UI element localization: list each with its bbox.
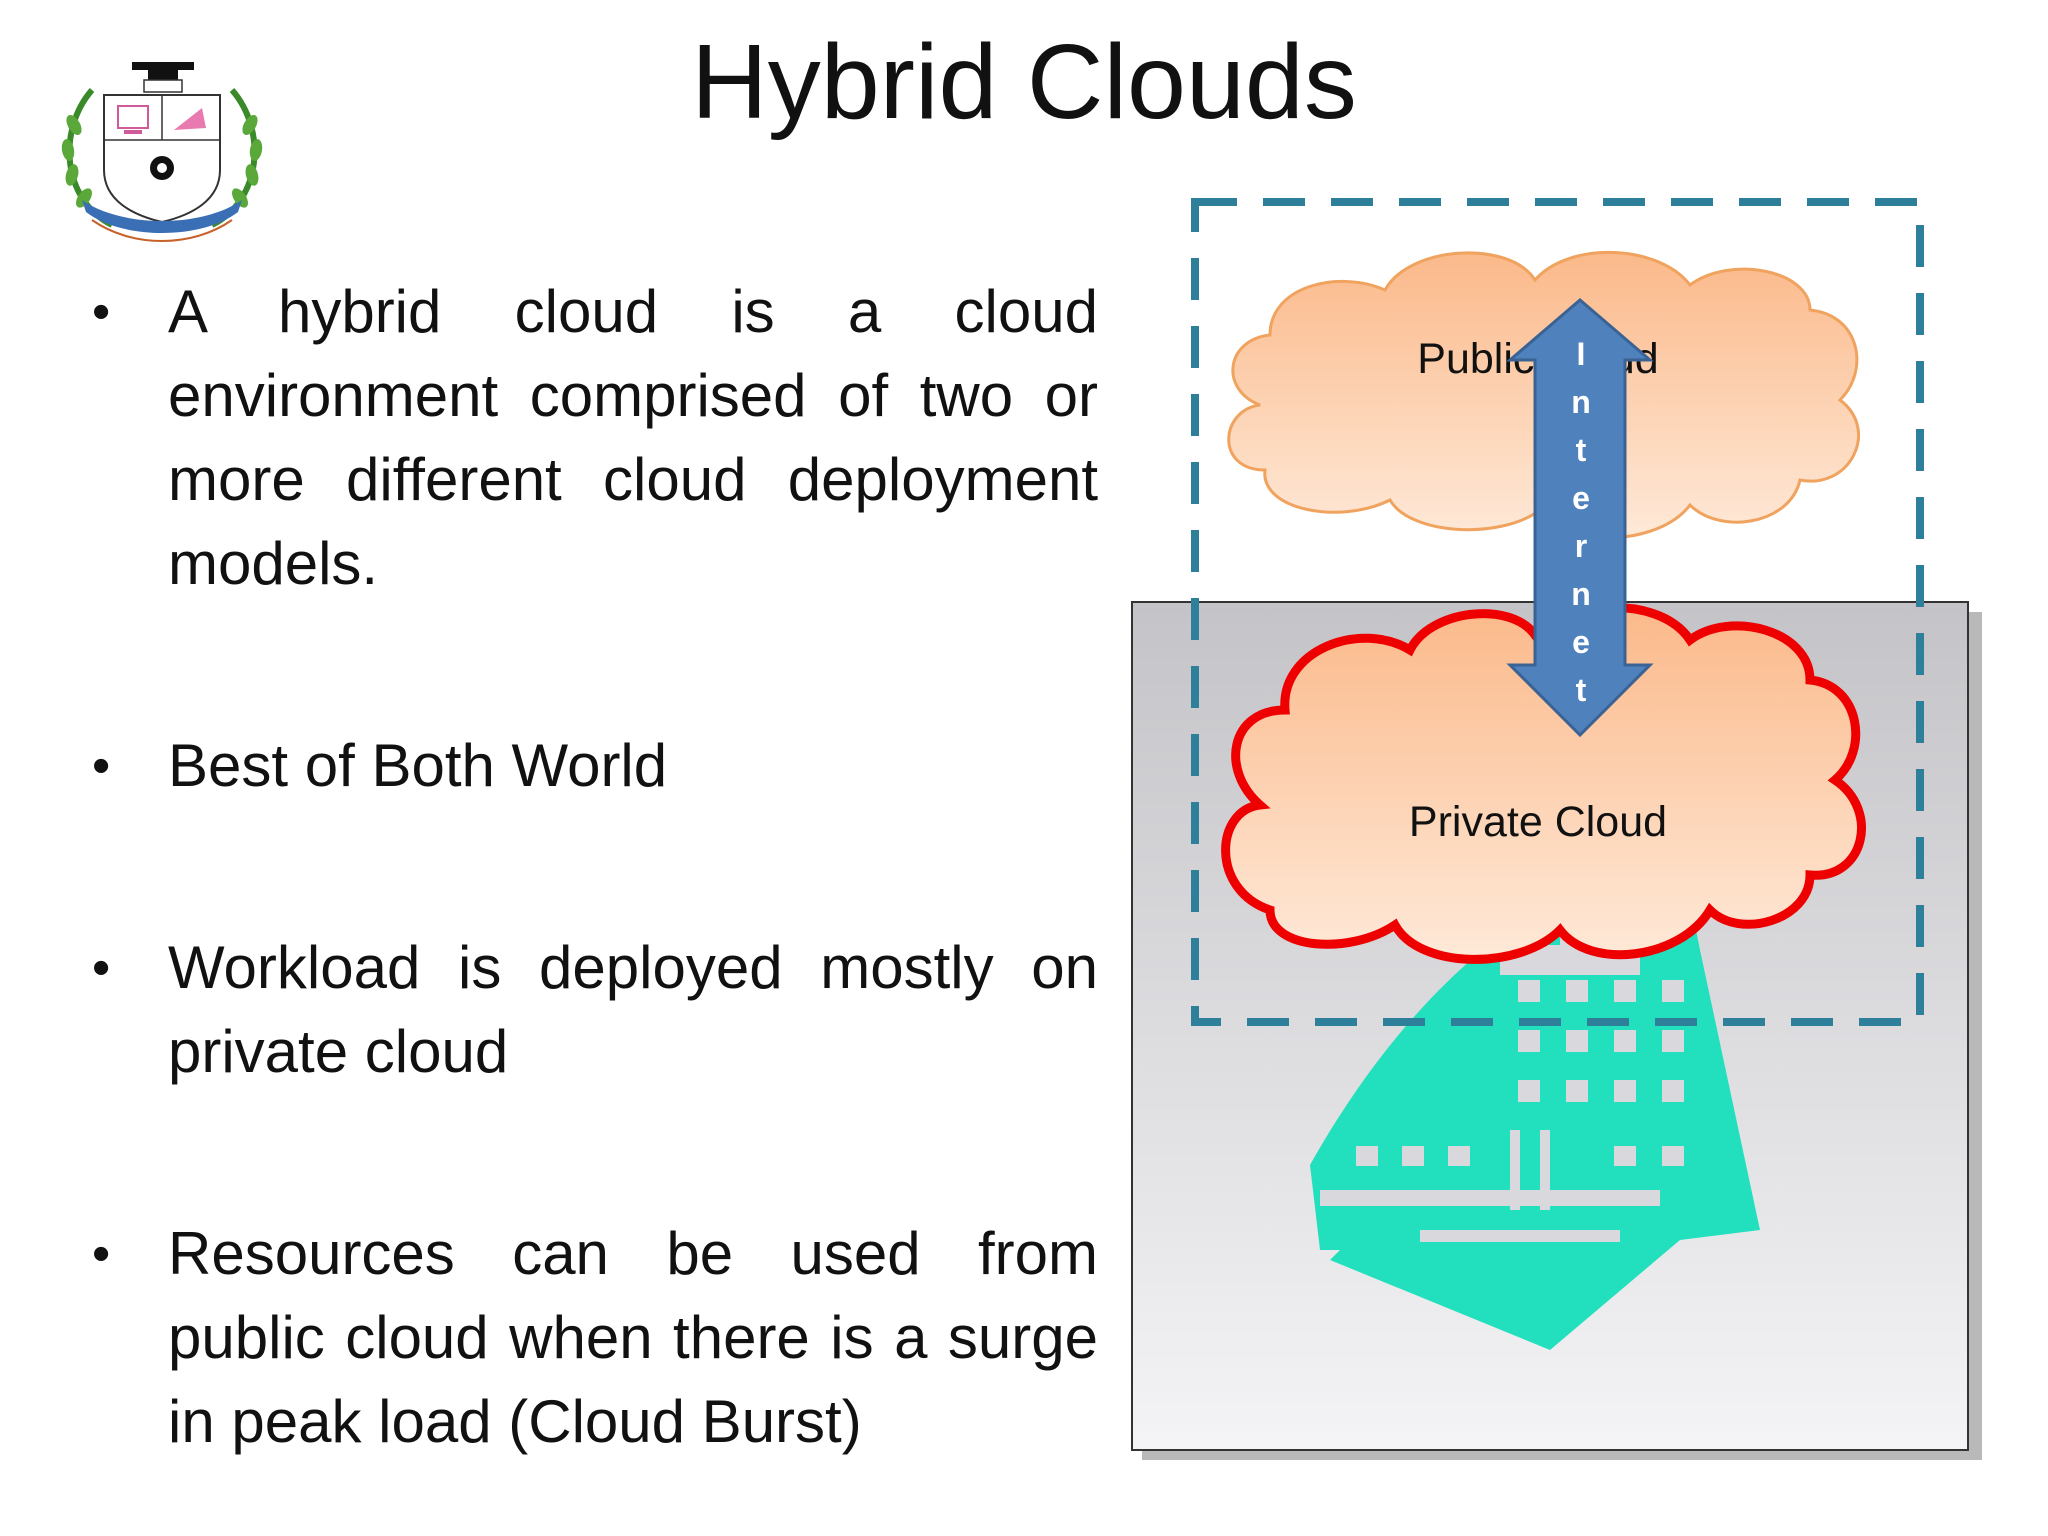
bullet-marker: • <box>92 737 111 795</box>
arrow-letter: I <box>1577 336 1586 372</box>
bullet-text: Workload is deployed mostly on private c… <box>168 934 1098 1085</box>
university-logo <box>61 62 263 242</box>
bullet-item: • Best of Both World <box>88 724 1098 808</box>
arrow-letter: t <box>1576 432 1587 468</box>
bullet-item: • A hybrid cloud is a cloud environment … <box>88 270 1098 606</box>
arrow-letter: n <box>1571 576 1591 612</box>
bullet-marker: • <box>92 939 111 997</box>
bullet-list: • A hybrid cloud is a cloud environment … <box>88 270 1098 1464</box>
arrow-letter: r <box>1575 528 1587 564</box>
slide-title: Hybrid Clouds <box>691 23 1357 141</box>
bullet-text: A hybrid cloud is a cloud environment co… <box>168 278 1098 597</box>
arrow-letter: n <box>1571 384 1591 420</box>
bullet-text: Resources can be used from public cloud … <box>168 1220 1098 1455</box>
arrow-letter: e <box>1572 624 1590 660</box>
bullet-marker: • <box>92 283 111 341</box>
private-cloud-label: Private Cloud <box>1409 798 1667 846</box>
hybrid-boundary <box>1191 198 1924 1026</box>
bullet-text: Best of Both World <box>168 732 668 799</box>
bullet-item: • Workload is deployed mostly on private… <box>88 926 1098 1094</box>
arrow-letter: t <box>1576 672 1587 708</box>
bullet-item: • Resources can be used from public clou… <box>88 1212 1098 1464</box>
private-cloud: Private Cloud <box>1221 603 1866 964</box>
arrow-letter: e <box>1572 480 1590 516</box>
bullet-marker: • <box>92 1225 111 1283</box>
